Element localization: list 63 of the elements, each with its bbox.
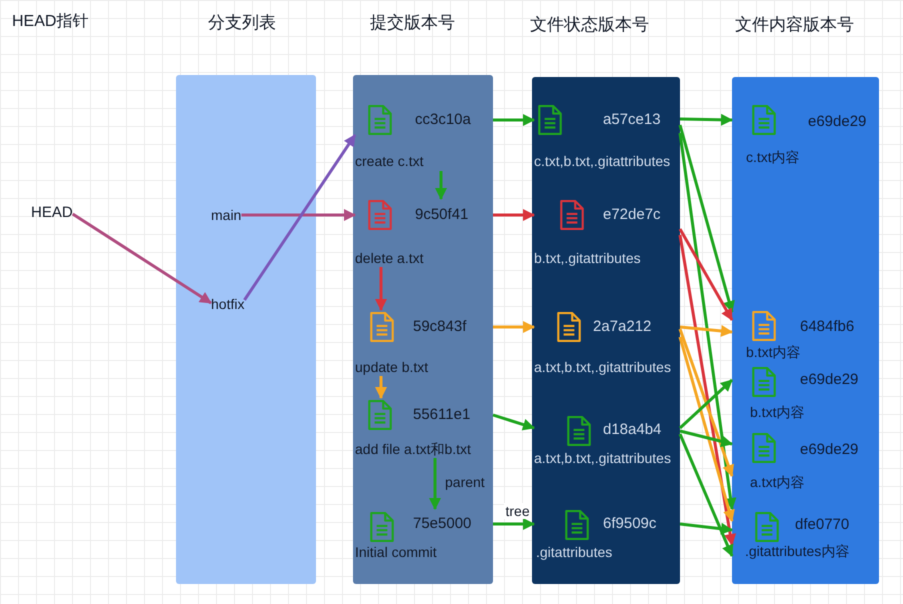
- arrow: [678, 328, 734, 477]
- tree-hash: a57ce13: [603, 111, 661, 129]
- file-list: .gitattributes: [536, 543, 612, 561]
- commit-hash: 59c843f: [413, 318, 466, 336]
- commit-hash: 75e5000: [413, 515, 472, 533]
- arrow: [243, 134, 356, 301]
- arrow: [680, 430, 733, 448]
- arrow: [493, 114, 535, 126]
- file-list: a.txt,b.txt,.gitattributes: [534, 449, 671, 467]
- arrow: [429, 458, 441, 510]
- blob-hash: 6484fb6: [800, 318, 854, 336]
- commit-hash: cc3c10a: [415, 111, 471, 129]
- commit-hash: 55611e1: [413, 406, 470, 424]
- tree-hash: e72de7c: [603, 206, 661, 224]
- commit-message: Initial commit: [355, 543, 437, 561]
- arrow: [678, 132, 736, 510]
- arrow: [435, 171, 447, 200]
- pointer-label: HEAD: [31, 204, 73, 222]
- tree-hash: 6f9509c: [603, 515, 656, 533]
- content-label: .gitattributes内容: [745, 542, 850, 560]
- blob-hash: e69de29: [808, 113, 866, 131]
- branch-label: main: [211, 206, 242, 224]
- blob-hash: e69de29: [800, 371, 858, 389]
- commit-message: update b.txt: [355, 358, 428, 376]
- arrow: [678, 228, 734, 321]
- content-label: b.txt内容: [750, 403, 804, 421]
- column-heading: 提交版本号: [370, 13, 455, 33]
- arrow: [72, 212, 212, 304]
- arrow: [678, 234, 736, 546]
- tree-hash: 2a7a212: [593, 318, 652, 336]
- arrow: [678, 433, 734, 557]
- file-list: c.txt,b.txt,.gitattributes: [534, 152, 670, 170]
- content-label: c.txt内容: [746, 148, 800, 166]
- file-list: a.txt,b.txt,.gitattributes: [534, 358, 671, 376]
- arrow: [493, 518, 535, 530]
- commit-hash: 9c50f41: [415, 206, 468, 224]
- arrow: [680, 522, 733, 535]
- tree-hash: d18a4b4: [603, 421, 662, 439]
- commit-message: add file a.txt和b.txt: [355, 440, 471, 458]
- commit-message: create c.txt: [355, 152, 424, 170]
- file-list: b.txt,.gitattributes: [534, 249, 641, 267]
- blob-hash: dfe0770: [795, 516, 850, 534]
- arrow: [492, 414, 535, 430]
- edge-label: tree: [504, 503, 532, 519]
- arrow: [375, 267, 387, 311]
- arrow: [680, 114, 733, 126]
- arrow: [678, 124, 735, 313]
- column-heading: 文件内容版本号: [735, 15, 854, 35]
- arrow: [493, 321, 535, 333]
- commit-message: delete a.txt: [355, 249, 424, 267]
- content-label: b.txt内容: [746, 343, 800, 361]
- arrow: [241, 209, 356, 221]
- column-heading: 文件状态版本号: [530, 15, 649, 35]
- column-heading: 分支列表: [208, 13, 276, 33]
- arrow: [678, 378, 734, 430]
- arrow: [493, 209, 535, 221]
- content-label: a.txt内容: [750, 473, 804, 491]
- heading-label: HEAD指针: [12, 13, 88, 31]
- branch-label: hotfix: [211, 295, 244, 313]
- arrow: [678, 336, 735, 522]
- arrow: [680, 324, 733, 337]
- arrow: [375, 376, 387, 399]
- blob-hash: e69de29: [800, 441, 858, 459]
